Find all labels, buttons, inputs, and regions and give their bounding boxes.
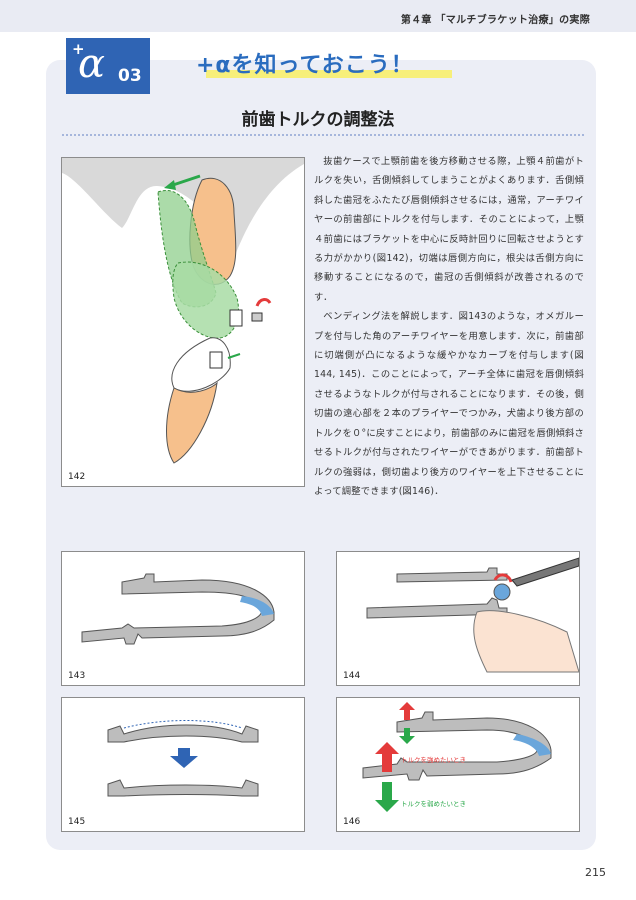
figure-144: 144: [336, 551, 580, 686]
torque-adjust-illustration: [362, 702, 552, 812]
tooth-torque-illustration: [62, 158, 304, 464]
section-title: 前歯トルクの調整法: [241, 110, 395, 130]
figure-145-label: 145: [68, 817, 86, 827]
figure-142-label: 142: [68, 472, 86, 482]
figure-146-label: 146: [343, 817, 361, 827]
figure-145: 145: [61, 697, 305, 832]
body-text: 抜歯ケースで上顎前歯を後方移動させる際，上顎４前歯がトルクを失い，舌側傾斜してし…: [314, 152, 584, 501]
annotation-weak-torque: トルクを弱めたいとき: [401, 800, 466, 808]
badge-number: 03: [118, 66, 142, 86]
annotation-strong-torque: トルクを強めたいとき: [401, 756, 466, 764]
alpha-badge: + α 03: [66, 38, 150, 94]
curved-wire-illustration: [107, 720, 259, 797]
figure-146: トルクを強めたいとき トルクを弱めたいとき 146: [336, 697, 580, 832]
banner-heading: +αを知っておこう！: [196, 53, 414, 78]
figure-143-label: 143: [68, 671, 86, 681]
badge-plus: +: [72, 40, 85, 58]
figure-143: 143: [61, 551, 305, 686]
chapter-title: 第４章 「マルチブラケット治療」の実際: [400, 15, 590, 26]
figure-142: 142: [61, 157, 305, 487]
dotted-divider: [62, 134, 584, 136]
badge-alpha: α: [78, 41, 106, 87]
plier-bending-illustration: [366, 557, 579, 673]
omega-loop-wire-illustration: [81, 573, 275, 645]
banner-highlight: [206, 70, 452, 78]
page-number: 215: [585, 866, 606, 879]
figure-144-label: 144: [343, 671, 361, 681]
header-band: [0, 0, 636, 32]
paragraph-1: 抜歯ケースで上顎前歯を後方移動させる際，上顎４前歯がトルクを失い，舌側傾斜してし…: [314, 156, 584, 303]
paragraph-2: ベンディング法を解説します．図143のような，オメガループを付与した角のアーチワ…: [314, 311, 584, 497]
